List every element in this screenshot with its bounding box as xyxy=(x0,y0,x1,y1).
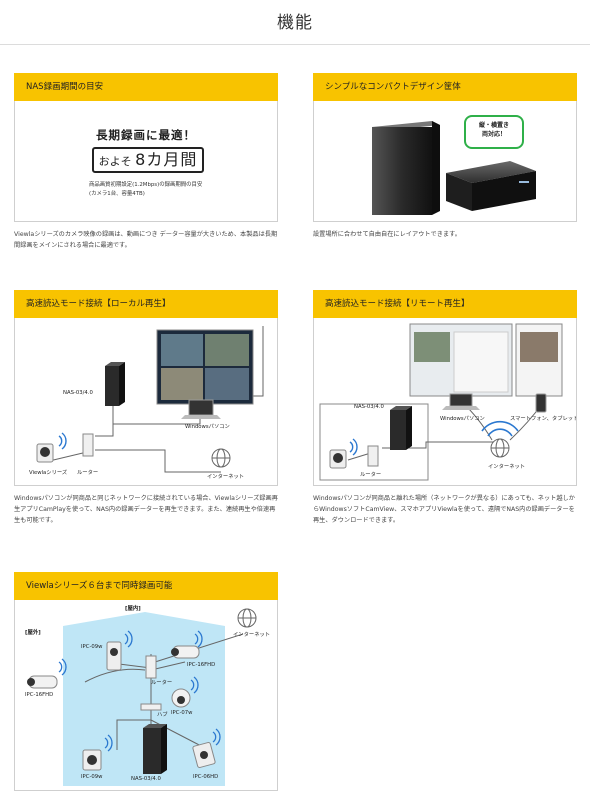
wifi-icon xyxy=(349,438,358,456)
page-title: 機能 xyxy=(277,13,313,33)
nas-note-line: (カメラ1台、容量4TB) xyxy=(89,190,145,197)
label-pc: Windowsパソコン xyxy=(185,424,230,430)
nas-device xyxy=(390,410,406,450)
card-header: Viewlaシリーズ６台まで同時録画可能 xyxy=(14,572,278,600)
router xyxy=(82,433,94,457)
label-internet: インターネット xyxy=(207,474,245,480)
card-description: Windowsパソコンが同商品と離れた場所（ネットワークが異なる）にあっても、ネ… xyxy=(313,495,575,524)
card-remote-playback: 高速読込モード接続【リモート再生】 xyxy=(313,290,577,527)
card-header: 高速読込モード接続【リモート再生】 xyxy=(313,290,577,318)
status-led xyxy=(519,181,529,183)
local-network-diagram: NAS-03/4.0 Windowsパソコン Viewlaシリーズ ルーター イ… xyxy=(14,318,278,486)
nas-device xyxy=(143,728,161,774)
label-pc: Windowsパソコン xyxy=(440,416,485,422)
product-photo: 縦・横置き 両対応！ xyxy=(313,101,577,222)
line-internet xyxy=(154,633,244,663)
card-six-cameras: Viewlaシリーズ６台まで同時録画可能 xyxy=(14,572,278,791)
label-ipc16fhd-indoor: IPC-16FHD xyxy=(187,662,216,668)
bubble-line: 縦・横置き xyxy=(478,122,509,129)
label-ipc09w-top: IPC-09w xyxy=(81,644,103,650)
flat-left-face xyxy=(446,173,472,211)
wireless-icon xyxy=(481,420,519,437)
orientation-bubble: 縦・横置き 両対応！ xyxy=(464,115,524,149)
wifi-icon xyxy=(58,432,67,450)
hub xyxy=(140,703,162,711)
nas-headline: 長期録画に最適！ xyxy=(96,128,196,142)
nas-note-line: 商品画質初期設定(1.2Mbps)の録画期間の目安 xyxy=(89,182,203,188)
label-nas: NAS-03/4.0 xyxy=(354,404,384,410)
nas-period-box: およそ 8カ月間 xyxy=(92,147,204,173)
card-local-playback: 高速読込モード接続【ローカル再生】 xyxy=(14,290,278,527)
card-header: NAS録画期間の目安 xyxy=(14,73,278,101)
laptop xyxy=(188,399,214,416)
laptop xyxy=(449,393,473,407)
card-compact-design: シンプルなコンパクトデザイン筐体 縦・横置き 両対応！ xyxy=(313,73,577,241)
card-header: シンプルなコンパクトデザイン筐体 xyxy=(313,73,577,101)
nas-device xyxy=(105,366,119,406)
card-nas-period: NAS録画期間の目安 長期録画に最適！ およそ 8カ月間 商品画質初期設定(1.… xyxy=(14,73,278,252)
card-description: Viewlaシリーズのカメラ映像の録画は、動画につき データー容量が大きいため、… xyxy=(14,231,278,249)
line-nas-router xyxy=(95,406,114,437)
label-internet: インターネット xyxy=(488,464,526,470)
nas-box-value: 8カ月間 xyxy=(135,150,198,169)
remote-diagram-svg xyxy=(319,323,563,481)
label-indoor: [屋内] xyxy=(125,606,141,612)
label-camera: Viewlaシリーズ xyxy=(29,470,68,476)
label-ipc09w-bottom: IPC-09w xyxy=(81,774,103,780)
label-router: ルーター xyxy=(360,472,382,478)
label-nas: NAS-03/4.0 xyxy=(131,776,161,782)
nas-note: 商品画質初期設定(1.2Mbps)の録画期間の目安 (カメラ1台、容量4TB) xyxy=(89,181,202,198)
card-description: 設置場所に合わせて自由自在にレイアウトできます。 xyxy=(313,231,461,238)
label-internet: インターネット xyxy=(233,632,271,638)
label-router: ルーター xyxy=(151,680,173,686)
wifi-icon xyxy=(58,630,221,752)
smartphone xyxy=(535,393,547,413)
label-ipc06hd: IPC-06HD xyxy=(193,774,219,780)
label-outdoor: [屋外] xyxy=(25,630,41,636)
tower-side-face xyxy=(432,121,440,215)
label-ipc07w: IPC-07w xyxy=(171,710,193,716)
label-nas: NAS-03/4.0 xyxy=(63,390,93,396)
label-router: ルーター xyxy=(77,470,99,476)
nas-device-illustration xyxy=(372,121,536,215)
six-diagram-svg xyxy=(27,608,257,786)
remote-network-diagram: NAS-03/4.0 Windowsパソコン スマートフォン、タブレット ルータ… xyxy=(313,318,577,486)
card-header: 高速読込モード接続【ローカル再生】 xyxy=(14,290,278,318)
label-hub: ハブ xyxy=(157,712,168,718)
local-diagram-svg xyxy=(36,326,264,473)
nas-box-prefix: およそ xyxy=(98,155,132,168)
title-divider xyxy=(0,44,590,45)
label-ipc16fhd-outdoor: IPC-16FHD xyxy=(25,692,54,698)
bubble-line: 両対応！ xyxy=(481,131,506,138)
card-description: Windowsパソコンが同商品と同じネットワークに接続されている場合、Viewl… xyxy=(14,495,278,524)
router xyxy=(145,655,157,679)
label-mobile: スマートフォン、タブレット xyxy=(510,416,577,422)
six-camera-diagram: [屋内] [屋外] インターネット IPC-09w IPC-16FHD ルーター… xyxy=(14,600,278,791)
nas-period-banner: 長期録画に最適！ およそ 8カ月間 商品画質初期設定(1.2Mbps)の録画期間… xyxy=(14,101,278,222)
line-router-internet xyxy=(95,449,221,473)
router xyxy=(367,445,379,467)
tower-front-face xyxy=(372,127,432,215)
line-hub-camera xyxy=(116,710,152,750)
flat-top-face xyxy=(446,161,536,183)
